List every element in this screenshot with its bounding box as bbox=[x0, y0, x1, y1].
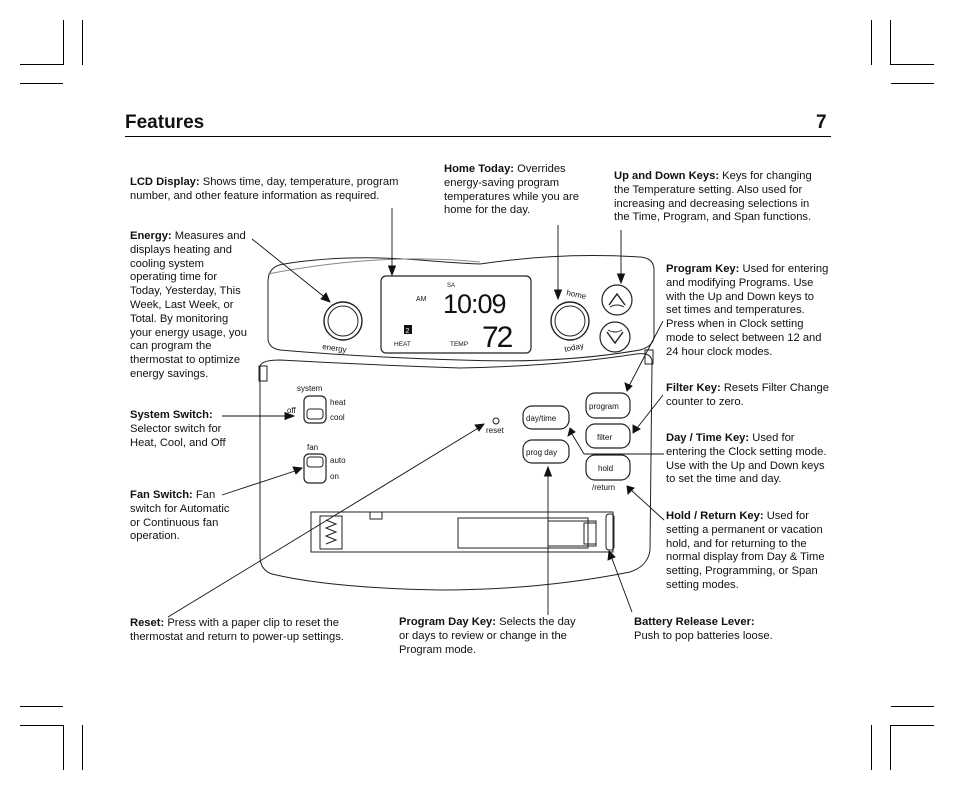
callout-program-day-key: Program Day Key: Selects the day or days… bbox=[399, 616, 576, 656]
cool-label: cool bbox=[330, 413, 345, 422]
program-button bbox=[585, 392, 631, 419]
callout-system-switch: System Switch: Selector switch for Heat,… bbox=[130, 409, 226, 449]
crop-mark bbox=[20, 725, 63, 726]
battery bbox=[457, 517, 589, 549]
crop-mark bbox=[891, 725, 934, 726]
lcd-time: 10:09 bbox=[443, 289, 506, 319]
fan-switch bbox=[303, 453, 327, 484]
system-switch-knob bbox=[306, 408, 324, 420]
hold-label: hold bbox=[598, 464, 613, 473]
prog-day-label: prog day bbox=[526, 448, 557, 457]
callout-energy: Energy: Measures and displays heating an… bbox=[130, 230, 247, 380]
on-label: on bbox=[330, 472, 339, 481]
day-time-button bbox=[522, 405, 570, 430]
thermostat-body bbox=[259, 353, 653, 591]
home-label: home bbox=[566, 288, 588, 301]
down-button bbox=[599, 321, 631, 353]
crop-mark bbox=[891, 64, 934, 65]
filter-button bbox=[585, 423, 631, 449]
battery-spring bbox=[324, 519, 338, 545]
hold-button bbox=[585, 454, 631, 481]
lcd-am: AM bbox=[416, 296, 427, 303]
lcd-program-number: 2 bbox=[406, 328, 410, 335]
today-label: today bbox=[564, 341, 585, 354]
lcd-display bbox=[380, 275, 532, 354]
crop-mark bbox=[871, 20, 872, 65]
down-arrow-icon bbox=[606, 331, 624, 345]
reset-label: reset bbox=[486, 426, 505, 435]
crop-mark bbox=[82, 725, 83, 770]
off-label: off bbox=[287, 406, 297, 415]
system-switch bbox=[303, 395, 327, 424]
callout-battery-release-lever: Battery Release Lever:Push to pop batter… bbox=[634, 616, 773, 642]
callout-lcd-display: LCD Display: Shows time, day, temperatur… bbox=[130, 176, 399, 202]
battery-compartment bbox=[310, 511, 614, 553]
reset-hole bbox=[492, 417, 500, 425]
system-label: system bbox=[297, 384, 323, 393]
page-title: Features bbox=[125, 112, 205, 133]
crop-mark bbox=[63, 20, 64, 65]
program-label: program bbox=[589, 402, 619, 411]
fan-switch-knob bbox=[306, 456, 324, 468]
crop-mark bbox=[82, 20, 83, 65]
energy-button bbox=[327, 305, 359, 337]
crop-mark bbox=[63, 725, 64, 770]
callout-up-down-keys: Up and Down Keys: Keys for changing the … bbox=[614, 170, 812, 224]
callout-hold-return-key: Hold / Return Key: Used for setting a pe… bbox=[666, 510, 825, 591]
return-label: /return bbox=[592, 483, 615, 492]
crop-mark bbox=[890, 725, 891, 770]
energy-button-label: energy bbox=[322, 342, 347, 354]
right-latch bbox=[644, 349, 654, 365]
crop-mark bbox=[890, 20, 891, 65]
callout-reset: Reset: Press with a paper clip to reset … bbox=[130, 617, 344, 643]
energy-button-outer bbox=[323, 301, 363, 341]
callout-filter-key: Filter Key: Resets Filter Change counter… bbox=[666, 382, 829, 408]
header-rule bbox=[125, 136, 831, 137]
lcd-temp: 72 bbox=[482, 321, 513, 354]
lcd-temp-label: TEMP bbox=[450, 341, 468, 348]
crop-mark bbox=[871, 725, 872, 770]
left-latch bbox=[258, 365, 268, 382]
callout-program-key: Program Key: Used for entering and modif… bbox=[666, 263, 829, 358]
callout-fan-switch: Fan Switch: Fan switch for Automatic or … bbox=[130, 489, 230, 543]
prog-day-button bbox=[522, 439, 570, 464]
crop-mark bbox=[891, 83, 934, 84]
page-number: 7 bbox=[816, 112, 827, 133]
battery-release-lever bbox=[547, 520, 597, 547]
callout-day-time-key: Day / Time Key: Used for entering the Cl… bbox=[666, 432, 827, 486]
day-time-label: day/time bbox=[526, 414, 557, 423]
crop-mark bbox=[20, 83, 63, 84]
lcd-heat: HEAT bbox=[394, 341, 411, 348]
home-today-button-outer bbox=[550, 301, 590, 341]
lcd-program-box bbox=[404, 325, 412, 334]
crop-mark bbox=[20, 64, 63, 65]
crop-mark bbox=[20, 706, 63, 707]
up-arrow-icon bbox=[608, 292, 626, 306]
lcd-day: SA bbox=[447, 283, 455, 289]
auto-label: auto bbox=[330, 456, 346, 465]
filter-label: filter bbox=[597, 433, 612, 442]
home-today-button bbox=[554, 305, 586, 337]
callout-home-today: Home Today: Overrides energy-saving prog… bbox=[444, 163, 579, 217]
up-button bbox=[601, 284, 633, 316]
battery-spring-housing bbox=[319, 515, 343, 550]
heat-label: heat bbox=[330, 398, 346, 407]
crop-mark bbox=[891, 706, 934, 707]
top-cover bbox=[267, 255, 655, 362]
fan-label: fan bbox=[307, 443, 318, 452]
